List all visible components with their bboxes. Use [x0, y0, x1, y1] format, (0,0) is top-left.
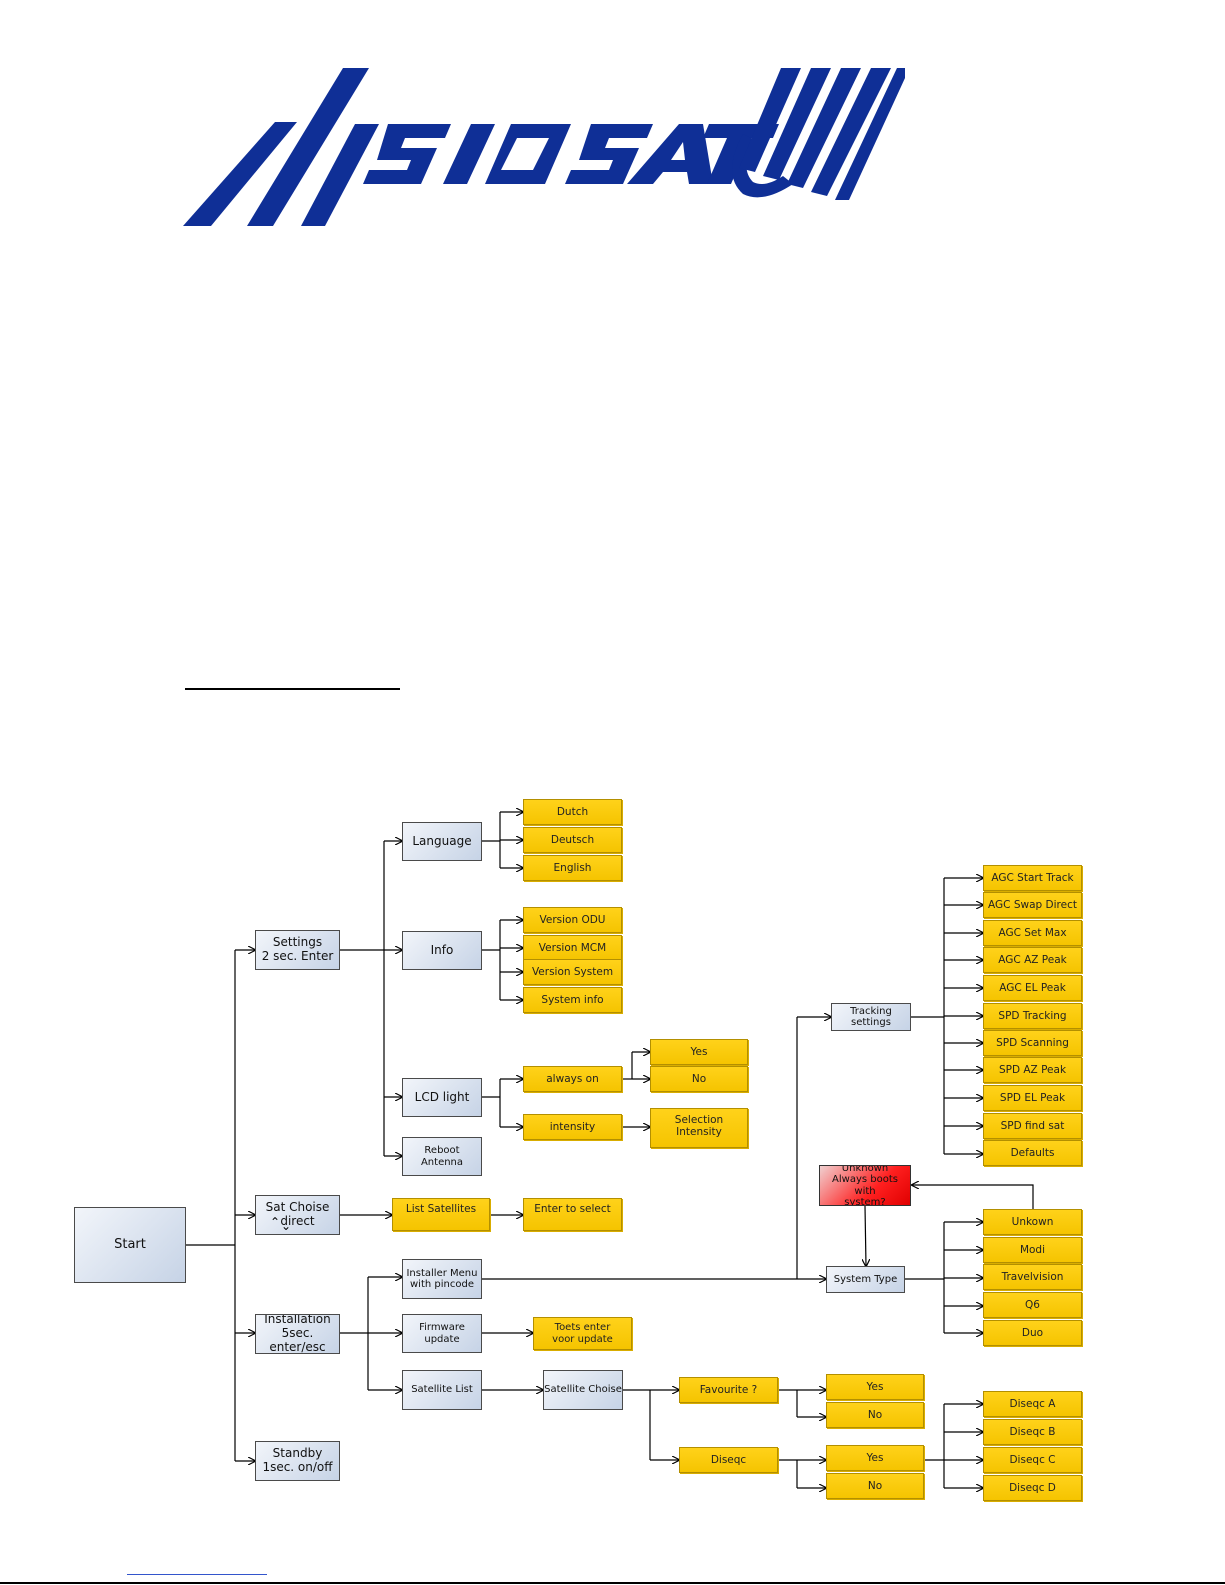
connector-lines: [186, 790, 1034, 1520]
satellite-choise-node: Satellite Choise: [543, 1370, 623, 1410]
option-deutsch: Deutsch: [523, 827, 622, 853]
option-spd-scanning: SPD Scanning: [983, 1030, 1082, 1056]
title-underline: [185, 688, 400, 690]
option-spd-find-sat: SPD find sat: [983, 1113, 1082, 1139]
option-english: English: [523, 855, 622, 881]
option-fav-no: No: [826, 1402, 924, 1428]
installation-node: Installation 5sec. enter/esc: [255, 1314, 340, 1354]
option-agc-set-max: AGC Set Max: [983, 920, 1082, 946]
down-arrow-icon: ⌄: [281, 1219, 292, 1233]
option-selection-intensity: Selection Intensity: [650, 1108, 748, 1148]
option-unkown: Unkown: [983, 1209, 1082, 1235]
option-agc-start-track: AGC Start Track: [983, 865, 1082, 891]
option-always-on: always on: [523, 1066, 622, 1092]
footer-rule: [0, 1582, 1225, 1584]
option-toets-enter: Toets enter voor update: [533, 1317, 632, 1350]
option-modi: Modi: [983, 1237, 1082, 1263]
option-diseqc-b: Diseqc B: [983, 1419, 1082, 1445]
tracking-settings-node: Tracking settings: [831, 1003, 911, 1031]
option-dis-no: No: [826, 1473, 924, 1499]
info-node: Info: [402, 931, 482, 970]
option-spd-az-peak: SPD AZ Peak: [983, 1057, 1082, 1083]
start-node: Start: [74, 1207, 186, 1283]
installer-menu-node: Installer Menu with pincode: [402, 1259, 482, 1299]
lcd-light-node: LCD light: [402, 1078, 482, 1117]
settings-node: Settings 2 sec. Enter: [255, 930, 340, 970]
option-spd-el-peak: SPD EL Peak: [983, 1085, 1082, 1111]
option-diseqc: Diseqc: [679, 1447, 778, 1473]
firmware-update-node: Firmware update: [402, 1314, 482, 1353]
up-arrow-icon: ⌃: [270, 1215, 281, 1229]
option-intensity: intensity: [523, 1114, 622, 1140]
option-enter-to-select: Enter to select: [523, 1198, 622, 1231]
option-agc-az-peak: AGC AZ Peak: [983, 947, 1082, 973]
option-diseqc-a: Diseqc A: [983, 1391, 1082, 1417]
option-spd-tracking: SPD Tracking: [983, 1003, 1082, 1029]
language-node: Language: [402, 822, 482, 861]
option-dutch: Dutch: [523, 799, 622, 825]
option-travelvision: Travelvision: [983, 1264, 1082, 1290]
sat-choise-node: Sat Choise direct: [255, 1195, 340, 1235]
option-duo: Duo: [983, 1320, 1082, 1346]
option-fav-yes: Yes: [826, 1374, 924, 1400]
option-lcd-yes: Yes: [650, 1039, 748, 1065]
option-version-mcm: Version MCM: [523, 935, 622, 961]
visiosat-logo: [183, 68, 905, 226]
footer-link-underline[interactable]: [127, 1574, 267, 1575]
option-diseqc-c: Diseqc C: [983, 1447, 1082, 1473]
reboot-antenna-node: Reboot Antenna: [402, 1137, 482, 1176]
satellite-list-node: Satellite List: [402, 1370, 482, 1410]
option-agc-el-peak: AGC EL Peak: [983, 975, 1082, 1001]
option-lcd-no: No: [650, 1066, 748, 1092]
option-system-info: System info: [523, 987, 622, 1013]
option-dis-yes: Yes: [826, 1445, 924, 1471]
standby-node: Standby 1sec. on/off: [255, 1441, 340, 1481]
option-favourite: Favourite ?: [679, 1377, 778, 1403]
option-agc-swap-direct: AGC Swap Direct: [983, 892, 1082, 918]
option-diseqc-d: Diseqc D: [983, 1475, 1082, 1501]
option-version-system: Version System: [523, 959, 622, 985]
option-q6: Q6: [983, 1292, 1082, 1318]
menu-flowchart: Start Settings 2 sec. Enter Sat Choise d…: [0, 790, 1225, 1520]
option-defaults: Defaults: [983, 1140, 1082, 1166]
option-list-satellites: List Satellites: [392, 1198, 490, 1231]
option-version-odu: Version ODU: [523, 907, 622, 933]
unknown-boot-node: Unknown Always boots with system?: [819, 1165, 911, 1206]
system-type-node: System Type: [826, 1266, 905, 1293]
